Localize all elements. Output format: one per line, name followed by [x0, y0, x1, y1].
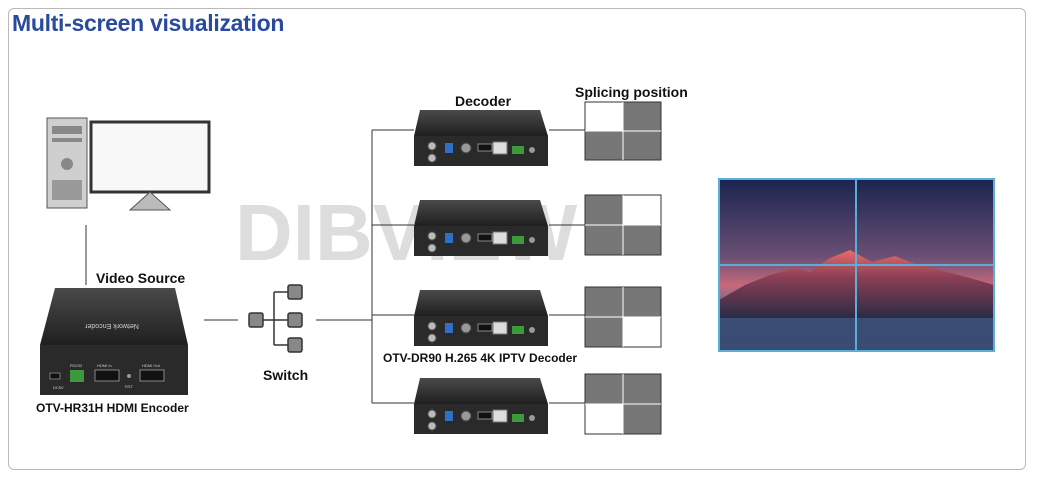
encoder-device: Network Encoder DC5V RS232 HDMI In RST H…: [40, 288, 188, 395]
splicing-tile: [585, 102, 661, 160]
port-label: DC5V: [53, 385, 64, 390]
splicing-tiles: [585, 102, 661, 434]
splicing-tile: [585, 287, 661, 347]
pc-tower: [47, 118, 87, 208]
decoder-model-label: OTV-DR90 H.265 4K IPTV Decoder: [383, 351, 577, 365]
decoder-device: [414, 290, 548, 346]
splicing-tile: [585, 195, 661, 255]
decoder-device: [414, 378, 548, 434]
port-label: RST: [125, 384, 134, 389]
video-wall: [719, 179, 994, 351]
switch-label: Switch: [263, 367, 308, 383]
monitor: [91, 122, 209, 210]
splicing-tile: [585, 374, 661, 434]
video-source-label: Video Source: [96, 270, 185, 286]
decoder-device: [414, 200, 548, 256]
rs232-connector: [70, 370, 84, 382]
port-label: RS232: [70, 363, 83, 368]
port-label: HDMI Out: [142, 363, 161, 368]
decoder-label: Decoder: [455, 93, 511, 109]
decoder-device: [414, 110, 548, 166]
splicing-label: Splicing position: [575, 84, 688, 100]
encoder-top-text: Network Encoder: [84, 322, 138, 329]
port-label: HDMI In: [97, 363, 112, 368]
encoder-model-label: OTV-HR31H HDMI Encoder: [36, 401, 189, 415]
switch-icon: [249, 285, 302, 352]
